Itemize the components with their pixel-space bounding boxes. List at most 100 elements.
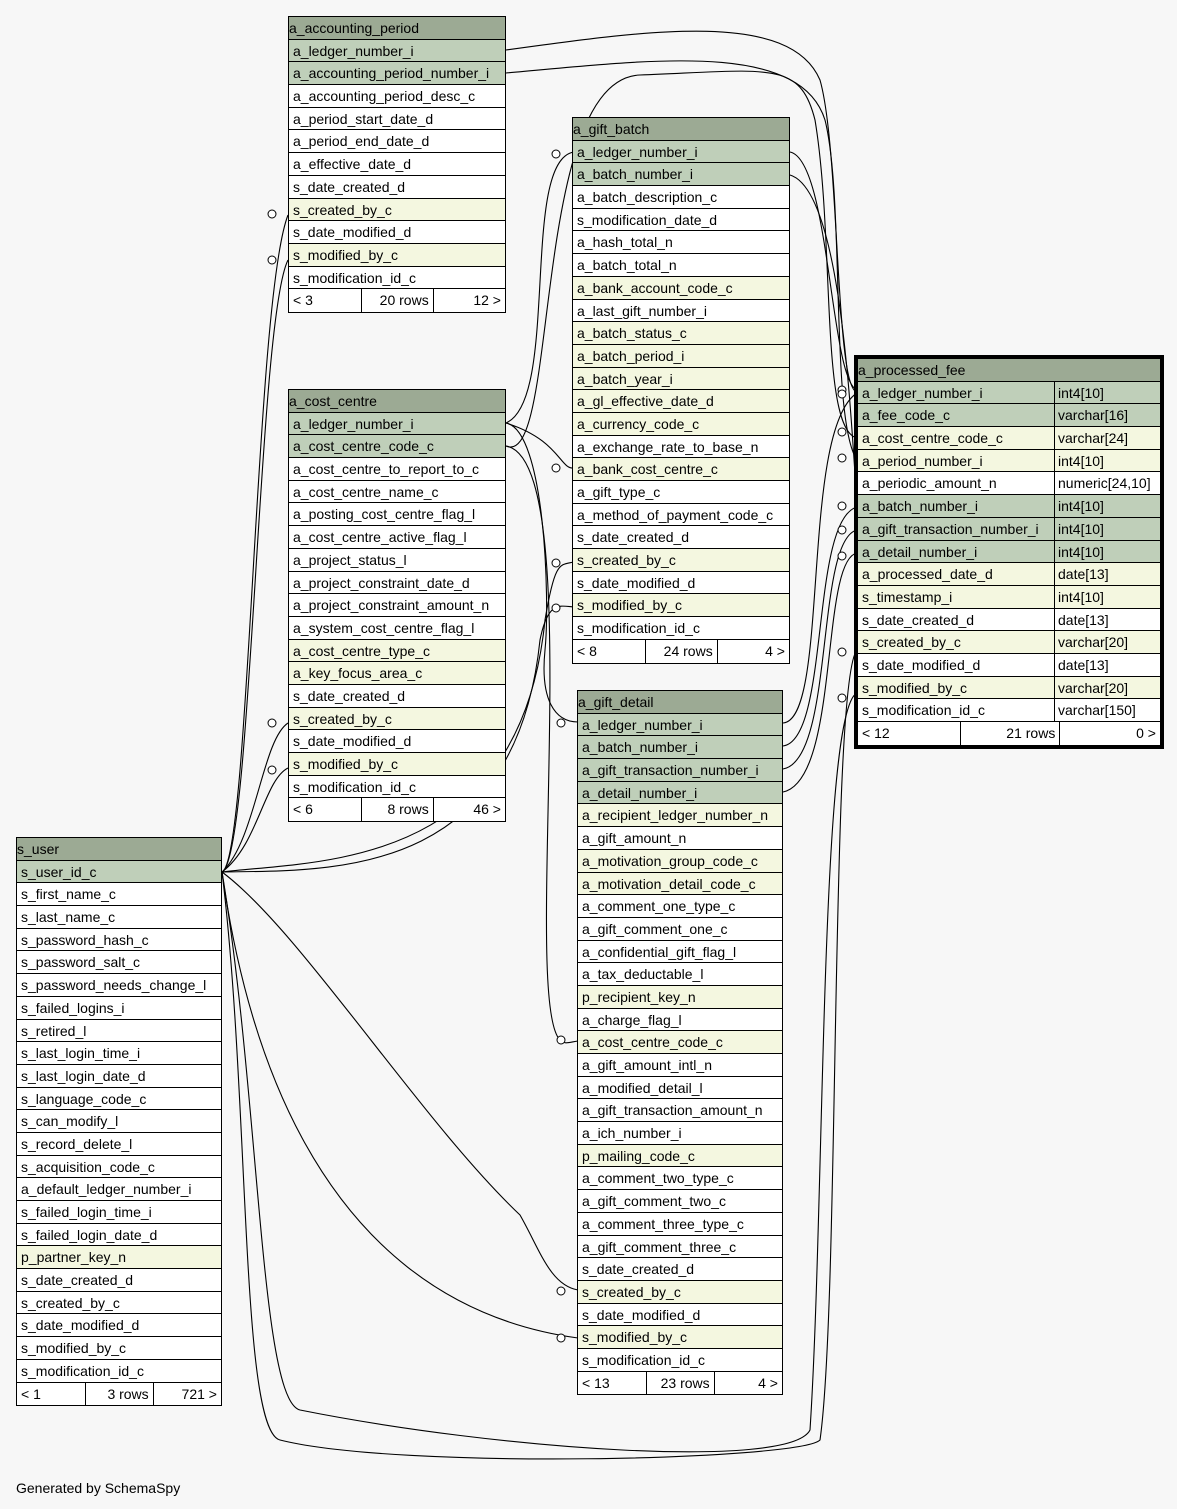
parents-link[interactable]: < 12 xyxy=(858,722,961,745)
column-row[interactable]: a_recipient_ledger_number_n xyxy=(578,804,782,828)
column-row[interactable]: s_failed_login_time_i xyxy=(17,1201,221,1224)
column-row[interactable]: s_created_by_c xyxy=(578,1280,782,1304)
column-row[interactable]: a_batch_total_n xyxy=(573,254,789,277)
column-row[interactable]: a_comment_two_type_c xyxy=(578,1167,782,1191)
column-row[interactable]: a_gift_comment_two_c xyxy=(578,1190,782,1213)
column-row[interactable]: s_modified_by_c xyxy=(17,1337,221,1360)
parents-link[interactable]: < 6 xyxy=(289,798,363,822)
column-row[interactable]: s_modification_id_c xyxy=(578,1349,782,1372)
column-row[interactable]: p_partner_key_n xyxy=(17,1246,221,1270)
column-row[interactable]: a_cost_centre_active_flag_l xyxy=(289,526,505,549)
column-row[interactable]: s_date_modified_d xyxy=(17,1314,221,1338)
column-row[interactable]: s_acquisition_code_c xyxy=(17,1156,221,1179)
column-row[interactable]: p_mailing_code_c xyxy=(578,1144,782,1168)
column-row[interactable]: a_effective_date_d xyxy=(289,153,505,176)
column-row[interactable]: a_confidential_gift_flag_l xyxy=(578,941,782,964)
parents-link[interactable]: < 3 xyxy=(289,289,363,312)
column-row[interactable]: s_retired_l xyxy=(17,1020,221,1043)
column-row[interactable]: a_gift_transaction_amount_n xyxy=(578,1099,782,1123)
column-row[interactable]: a_bank_cost_centre_c xyxy=(573,458,789,481)
column-row[interactable]: a_batch_status_c xyxy=(573,322,789,345)
column-row[interactable]: s_modified_by_c xyxy=(578,1326,782,1349)
column-row[interactable]: s_record_delete_l xyxy=(17,1133,221,1156)
table-title[interactable]: a_accounting_period xyxy=(289,17,505,40)
column-row[interactable]: s_modification_date_d xyxy=(573,209,789,232)
column-row[interactable]: s_date_modified_d xyxy=(289,221,505,244)
column-row[interactable]: a_gift_amount_intl_n xyxy=(578,1054,782,1077)
column-row[interactable]: s_failed_login_date_d xyxy=(17,1224,221,1247)
column-row[interactable]: a_posting_cost_centre_flag_l xyxy=(289,503,505,527)
column-row[interactable]: s_modification_id_c xyxy=(289,267,505,290)
column-row[interactable]: a_batch_number_i xyxy=(573,163,789,187)
column-row[interactable]: s_user_id_c xyxy=(17,860,221,884)
children-link[interactable]: 0 > xyxy=(1136,725,1156,741)
table-title[interactable]: a_cost_centre xyxy=(289,390,505,413)
column-row[interactable]: a_project_constraint_amount_n xyxy=(289,594,505,617)
column-row[interactable]: s_date_modified_d xyxy=(289,730,505,753)
children-link[interactable]: 4 > xyxy=(758,1374,778,1391)
column-row[interactable]: a_gift_amount_n xyxy=(578,827,782,850)
column-row[interactable]: a_exchange_rate_to_base_n xyxy=(573,436,789,459)
column-row[interactable]: a_hash_total_n xyxy=(573,231,789,255)
column-row[interactable]: a_ledger_number_i xyxy=(289,412,505,436)
children-link[interactable]: 721 > xyxy=(181,1385,217,1402)
column-row[interactable]: a_method_of_payment_code_c xyxy=(573,504,789,527)
column-row[interactable]: s_date_created_d xyxy=(573,526,789,550)
table-title[interactable]: a_processed_fee xyxy=(858,359,1160,382)
column-row[interactable]: s_last_name_c xyxy=(17,906,221,929)
column-row[interactable]: a_cost_centre_code_c xyxy=(289,435,505,459)
column-row[interactable]: a_system_cost_centre_flag_l xyxy=(289,617,505,640)
column-row[interactable]: a_currency_code_c xyxy=(573,412,789,436)
column-row[interactable]: s_modified_by_c xyxy=(573,594,789,618)
column-row[interactable]: a_detail_number_i xyxy=(578,781,782,805)
column-row[interactable]: a_charge_flag_l xyxy=(578,1009,782,1032)
column-row[interactable]: a_batch_description_c xyxy=(573,186,789,209)
column-row[interactable]: s_language_code_c xyxy=(17,1088,221,1111)
column-row[interactable]: s_modification_id_c xyxy=(17,1360,221,1383)
column-row[interactable]: s_date_modified_d xyxy=(578,1304,782,1327)
column-row[interactable]: a_accounting_period_number_i xyxy=(289,62,505,86)
column-row[interactable]: a_accounting_period_desc_c xyxy=(289,85,505,108)
column-row[interactable]: s_created_by_c xyxy=(573,549,789,572)
column-row[interactable]: s_date_created_d xyxy=(17,1269,221,1292)
column-row[interactable]: a_cost_centre_name_c xyxy=(289,481,505,504)
column-row[interactable]: a_bank_account_code_c xyxy=(573,276,789,300)
column-row[interactable]: s_created_by_c xyxy=(289,198,505,222)
column-row[interactable]: s_date_modified_d xyxy=(573,572,789,595)
column-row[interactable]: a_cost_centre_code_c xyxy=(578,1031,782,1054)
children-link[interactable]: 46 > xyxy=(473,801,501,818)
column-row[interactable]: a_batch_number_i xyxy=(578,736,782,760)
column-row[interactable]: a_ledger_number_i xyxy=(573,140,789,164)
column-row[interactable]: a_motivation_detail_code_c xyxy=(578,872,782,896)
table-title[interactable]: s_user xyxy=(17,838,221,861)
column-row[interactable]: a_batch_year_i xyxy=(573,367,789,391)
parents-link[interactable]: < 1 xyxy=(17,1382,87,1406)
column-row[interactable]: s_failed_logins_i xyxy=(17,997,221,1020)
column-row[interactable]: a_motivation_group_code_c xyxy=(578,849,782,873)
parents-link[interactable]: < 13 xyxy=(578,1371,648,1395)
column-row[interactable]: a_last_gift_number_i xyxy=(573,300,789,323)
column-row[interactable]: a_gift_comment_one_c xyxy=(578,918,782,941)
column-row[interactable]: s_can_modify_l xyxy=(17,1110,221,1133)
column-row[interactable]: s_date_created_d xyxy=(578,1258,782,1281)
column-row[interactable]: a_ledger_number_i xyxy=(289,39,505,63)
column-row[interactable]: a_ich_number_i xyxy=(578,1122,782,1145)
column-row[interactable]: a_gift_comment_three_c xyxy=(578,1236,782,1259)
column-row[interactable]: s_password_needs_change_l xyxy=(17,974,221,997)
column-row[interactable]: a_tax_deductable_l xyxy=(578,963,782,986)
